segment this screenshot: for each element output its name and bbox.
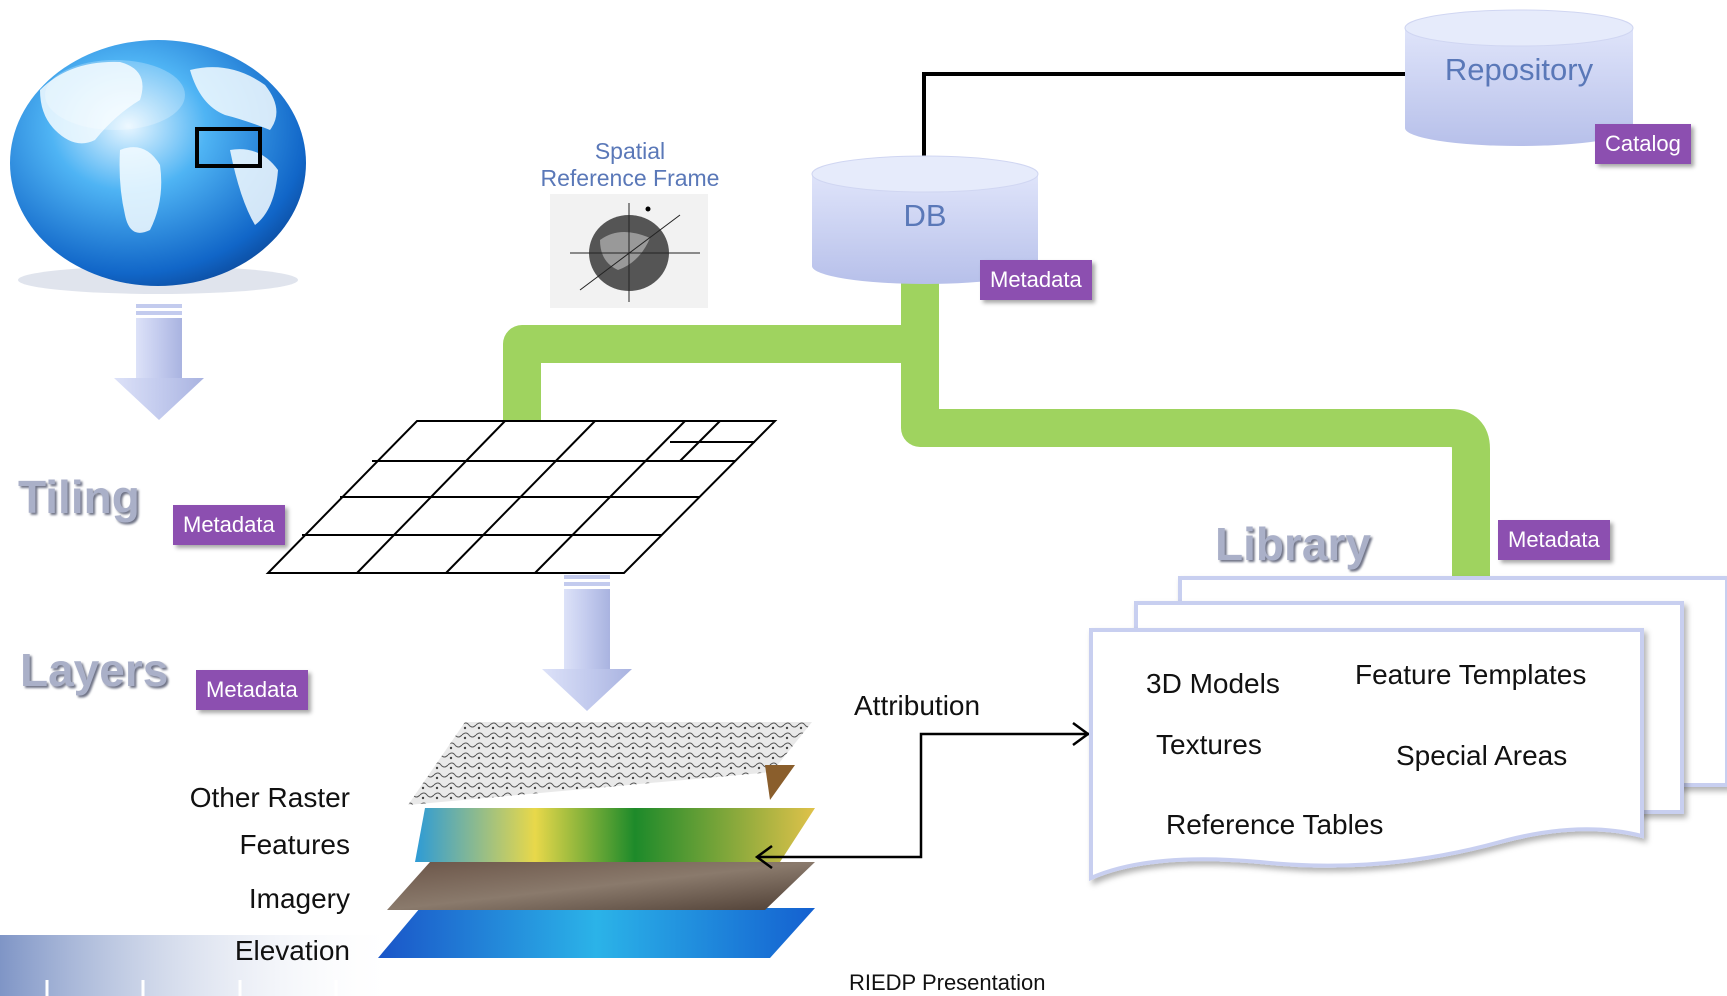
footer-banner — [0, 935, 400, 996]
tiling-grid — [265, 420, 778, 574]
library-title: Library — [1215, 518, 1371, 570]
globe-icon — [10, 40, 306, 294]
layer-features — [415, 808, 815, 862]
layer-label-imagery: Imagery — [248, 883, 350, 914]
library-item-textures: Textures — [1156, 729, 1262, 760]
library-item-reference-tables: Reference Tables — [1166, 809, 1384, 840]
down-arrow-icon — [114, 304, 204, 420]
layer-imagery — [387, 862, 815, 910]
library-item-3d-models: 3D Models — [1146, 668, 1280, 699]
tiling-title: Tiling — [18, 471, 140, 523]
db-label: DB — [903, 198, 947, 233]
metadata-tag-layers: Metadata — [196, 670, 308, 710]
layer-elevation — [378, 908, 815, 958]
db-cylinder — [811, 155, 1039, 284]
attribution-connector — [754, 721, 1091, 870]
layer-other-raster — [408, 722, 812, 805]
spatial-reference-frame-image — [550, 194, 708, 308]
metadata-tag-tiling: Metadata — [173, 505, 285, 545]
repository-label: Repository — [1444, 52, 1594, 87]
catalog-tag: Catalog — [1595, 124, 1691, 164]
spatial-label-line-2: Reference Frame — [540, 165, 720, 191]
metadata-tag-library: Metadata — [1498, 520, 1610, 560]
spatial-label-line-1: Spatial — [594, 138, 666, 164]
layer-label-elevation: Elevation — [234, 935, 350, 966]
footer-text: RIEDP Presentation — [849, 970, 1046, 995]
green-connector — [503, 280, 1490, 580]
layer-label-other-raster: Other Raster — [189, 782, 350, 813]
layer-label-features: Features — [239, 829, 351, 860]
library-documents — [1089, 576, 1727, 882]
layers-title: Layers — [20, 644, 169, 696]
library-item-feature-templates: Feature Templates — [1355, 659, 1587, 690]
metadata-tag-db: Metadata — [980, 260, 1092, 300]
down-arrow-icon — [542, 575, 632, 711]
library-item-special-areas: Special Areas — [1396, 740, 1568, 771]
repository-cylinder — [1404, 9, 1634, 146]
layer-stack — [378, 722, 815, 958]
spatial-reference-frame-label: Spatial Reference Frame — [520, 138, 740, 192]
attribution-label: Attribution — [854, 690, 981, 721]
db-repository-connector — [922, 72, 1408, 160]
